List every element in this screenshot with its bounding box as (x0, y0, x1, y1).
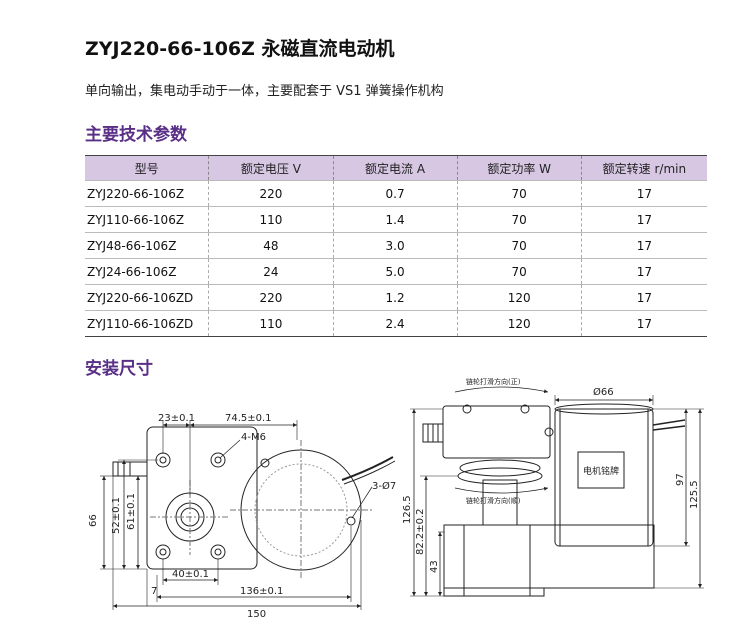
cell-speed: 17 (580, 206, 707, 233)
gearbox-plate (146, 426, 258, 570)
cell-model: ZYJ110-66-106Z (85, 206, 209, 233)
dim-82-2: 82.2±0.2 (415, 508, 426, 555)
cell-current: 5.0 (332, 258, 458, 285)
column-header-model: 型号 (85, 155, 209, 181)
cell-current: 1.2 (332, 284, 458, 311)
cell-voltage: 24 (208, 258, 333, 285)
cell-model: ZYJ220-66-106ZD (85, 284, 209, 311)
dim-43: 43 (429, 560, 440, 573)
cell-current: 0.7 (332, 180, 458, 207)
front-view (100, 420, 396, 610)
side-view-labels: 链轮打滑方向(正) 链轮打滑方向(顺) 电机铭牌 Ø66 97 125.5 12… (402, 377, 700, 573)
page-title: ZYJ220-66-106Z 永磁直流电动机 (85, 38, 395, 60)
side-view (410, 386, 704, 597)
nameplate (577, 451, 625, 489)
cell-voltage: 110 (208, 310, 333, 337)
cell-current: 2.4 (332, 310, 458, 337)
label-nameplate: 电机铭牌 (583, 465, 619, 477)
cell-current: 1.4 (332, 206, 458, 233)
cell-speed: 17 (580, 310, 707, 337)
dim-126-5: 126.5 (402, 495, 413, 524)
spec-table: 型号 额定电压 V 额定电流 A 额定功率 W 额定转速 r/min ZYJ22… (85, 155, 707, 337)
column-header-speed: 额定转速 r/min (580, 155, 707, 181)
mount-hole (260, 458, 270, 468)
cell-model: ZYJ24-66-106Z (85, 258, 209, 285)
column-header-voltage: 额定电压 V (208, 155, 333, 181)
label-slip-direction-top: 链轮打滑方向(正) (466, 377, 521, 386)
dim-40: 40±0.1 (172, 569, 209, 580)
dim-150: 150 (247, 609, 266, 620)
mount-hole (346, 516, 356, 526)
table-row: ZYJ24-66-106Z 24 5.0 70 17 (85, 258, 707, 285)
table-row: ZYJ110-66-106ZD 110 2.4 120 17 (85, 310, 707, 337)
table-row: ZYJ220-66-106Z 220 0.7 70 17 (85, 180, 707, 207)
cell-power: 70 (456, 258, 582, 285)
dim-4-m6: 4-M6 (241, 432, 266, 443)
cell-voltage: 220 (208, 180, 333, 207)
cell-power: 70 (456, 180, 582, 207)
product-description: 单向输出，集电动手动于一体，主要配套于 VS1 弹簧操作机构 (85, 84, 444, 99)
cell-power: 120 (456, 284, 582, 311)
gearbox-head (442, 405, 551, 459)
column-header-power: 额定功率 W (456, 155, 582, 181)
sprocket (459, 459, 541, 477)
dim-66: 66 (88, 514, 99, 527)
table-row: ZYJ220-66-106ZD 220 1.2 120 17 (85, 284, 707, 311)
table-row: ZYJ110-66-106Z 110 1.4 70 17 (85, 206, 707, 233)
cell-speed: 17 (580, 180, 707, 207)
dim-23: 23±0.1 (158, 413, 195, 424)
cell-power: 70 (456, 206, 582, 233)
cell-current: 3.0 (332, 232, 458, 259)
cell-speed: 17 (580, 232, 707, 259)
cell-model: ZYJ48-66-106Z (85, 232, 209, 259)
section-heading-specs: 主要技术参数 (85, 125, 187, 145)
table-row: ZYJ48-66-106Z 48 3.0 70 17 (85, 232, 707, 259)
dim-3-d7: 3-Ø7 (372, 480, 396, 492)
column-header-current: 额定电流 A (332, 155, 458, 181)
motor-cylinder (554, 408, 654, 547)
dim-52: 52±0.1 (111, 497, 122, 534)
dim-61: 61±0.1 (126, 493, 137, 530)
cell-power: 120 (456, 310, 582, 337)
cell-voltage: 48 (208, 232, 333, 259)
cell-model: ZYJ110-66-106ZD (85, 310, 209, 337)
label-slip-direction-bottom: 链轮打滑方向(顺) (466, 496, 521, 505)
cell-voltage: 220 (208, 284, 333, 311)
dim-125-5: 125.5 (689, 480, 700, 509)
table-header-row: 型号 额定电压 V 额定电流 A 额定功率 W 额定转速 r/min (85, 155, 707, 181)
cell-power: 70 (456, 232, 582, 259)
dim-136: 136±0.1 (240, 586, 283, 597)
cell-speed: 17 (580, 284, 707, 311)
cell-speed: 17 (580, 258, 707, 285)
dim-74-5: 74.5±0.1 (225, 413, 272, 424)
base-block (443, 524, 655, 589)
section-heading-install: 安装尺寸 (85, 359, 153, 379)
front-view-labels: 23±0.1 74.5±0.1 4-M6 3-Ø7 66 52±0.1 61±0… (88, 413, 396, 620)
dim-97: 97 (675, 473, 686, 486)
cell-model: ZYJ220-66-106Z (85, 180, 209, 207)
dim-d66: Ø66 (593, 386, 614, 398)
cell-voltage: 110 (208, 206, 333, 233)
dim-7: 7 (151, 586, 157, 597)
